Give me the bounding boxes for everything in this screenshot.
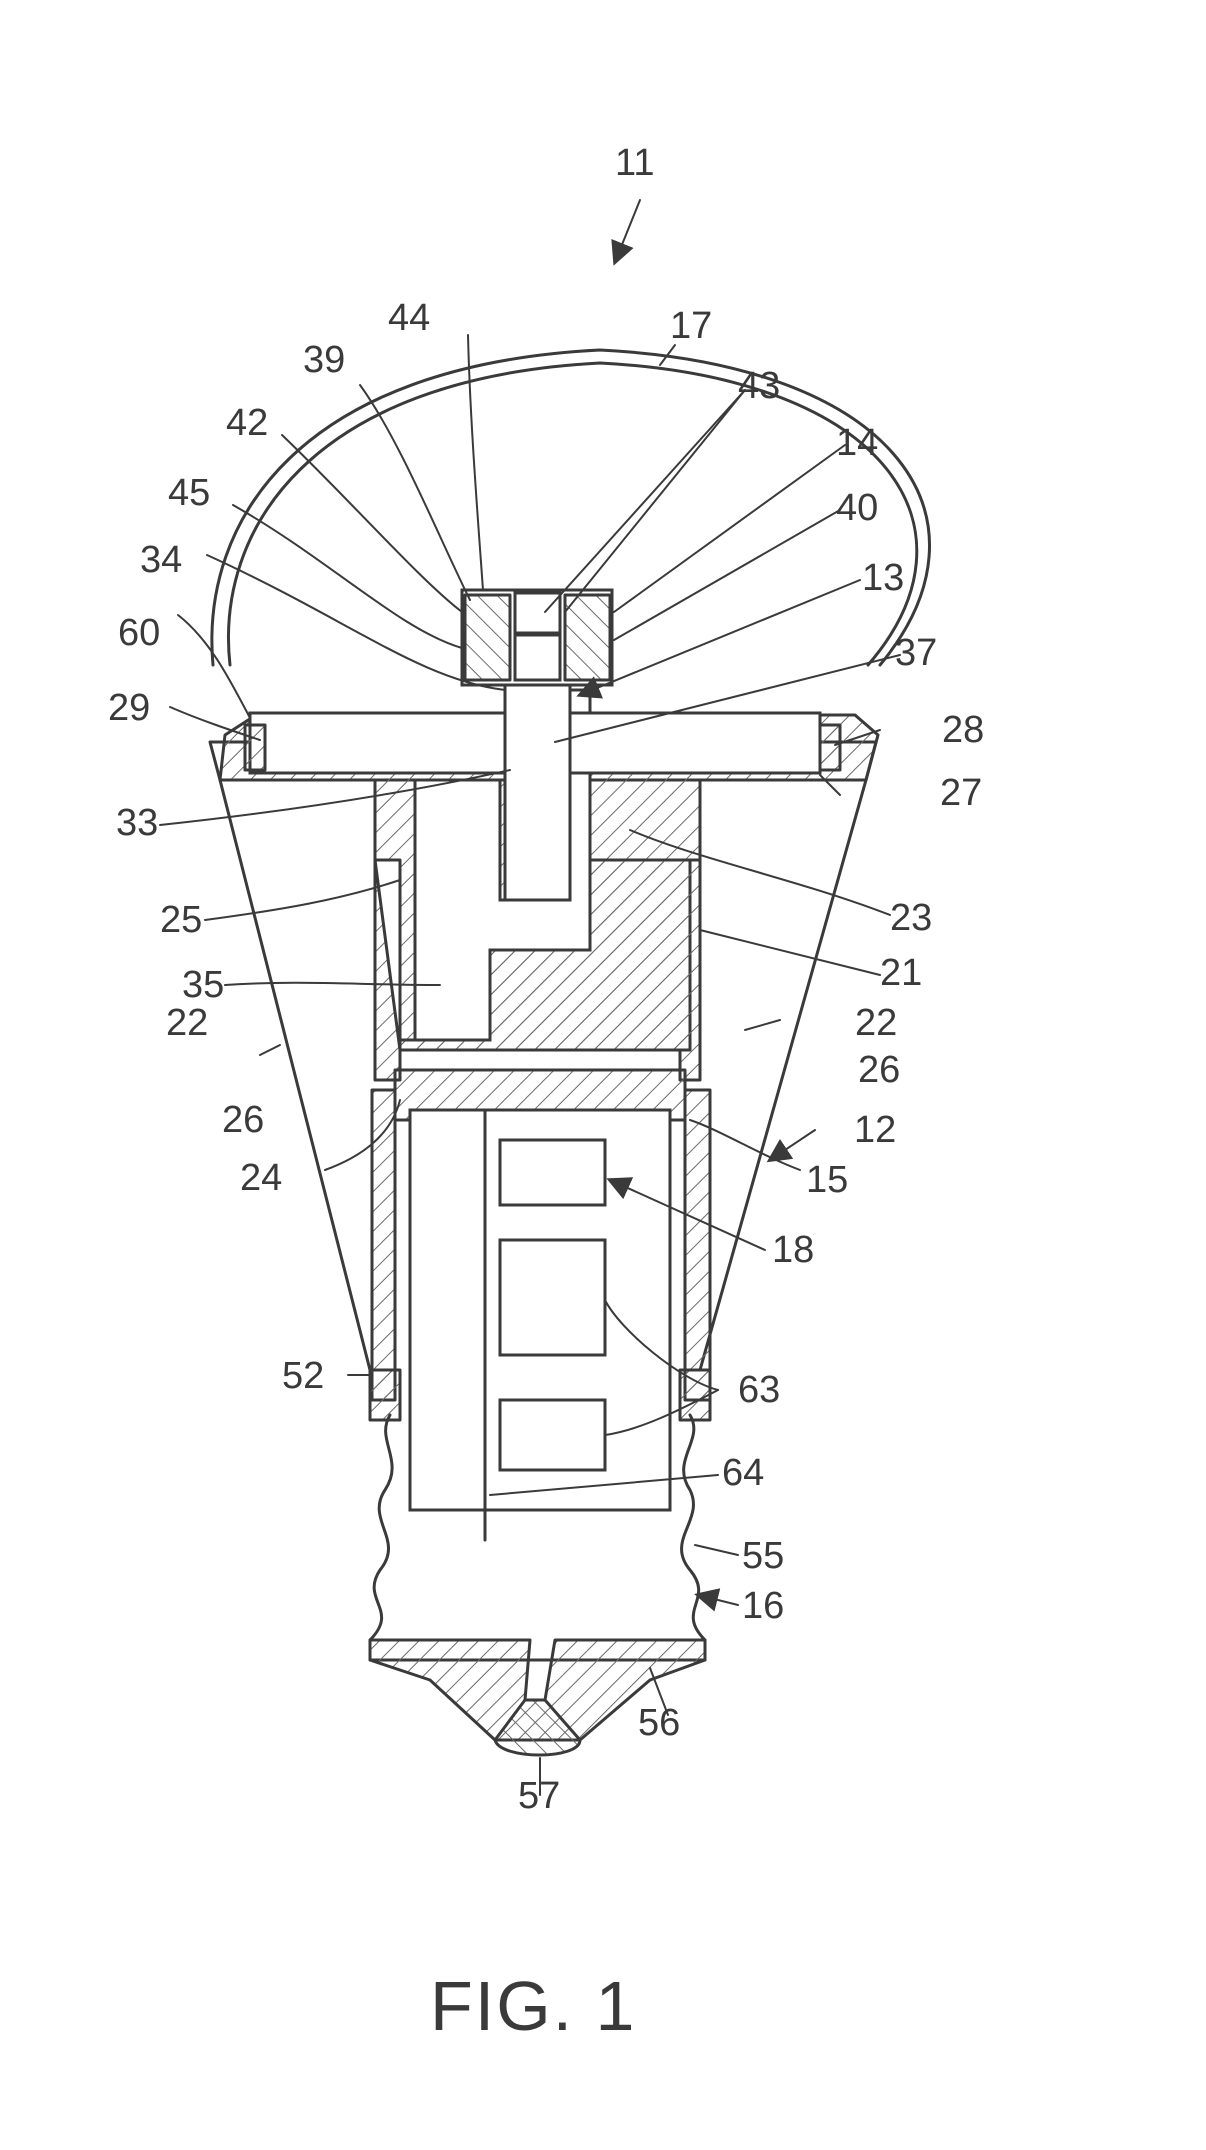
label-item: 15 xyxy=(806,1159,848,1201)
label-item: 28 xyxy=(942,709,984,751)
label-item: 12 xyxy=(854,1109,896,1151)
label-item: 25 xyxy=(160,899,202,941)
label-item: 35 xyxy=(182,964,224,1006)
label-item: 29 xyxy=(108,687,150,729)
label-item: 13 xyxy=(862,557,904,599)
label-item: 16 xyxy=(742,1585,784,1627)
plate-seal-left xyxy=(245,725,265,770)
label-item: 57 xyxy=(518,1775,560,1817)
label-item: 18 xyxy=(772,1229,814,1271)
label-item: 43 xyxy=(738,365,780,407)
label-item: 63 xyxy=(738,1369,780,1411)
label-item: 45 xyxy=(168,472,210,514)
circuit-board xyxy=(410,1110,670,1540)
label-item: 42 xyxy=(226,402,268,444)
label-item: 26 xyxy=(222,1099,264,1141)
label-item: 26 xyxy=(858,1049,900,1091)
plate-seal-right xyxy=(820,725,840,770)
label-item: 27 xyxy=(940,772,982,814)
label-item: 64 xyxy=(722,1452,764,1494)
label-item: 37 xyxy=(895,632,937,674)
label-item: 14 xyxy=(836,422,878,464)
support-post xyxy=(505,680,570,900)
label-assembly: 11 xyxy=(615,142,654,184)
figure-caption: FIG. 1 xyxy=(430,1967,636,2045)
label-item: 23 xyxy=(890,897,932,939)
label-item: 34 xyxy=(140,539,182,581)
label-item: 39 xyxy=(303,339,345,381)
label-item: 22 xyxy=(855,1002,897,1044)
led-module xyxy=(462,590,612,685)
label-item: 21 xyxy=(880,952,922,994)
label-item: 22 xyxy=(166,1002,208,1044)
label-item: 56 xyxy=(638,1702,680,1744)
label-item: 24 xyxy=(240,1157,282,1199)
label-item: 17 xyxy=(670,305,712,347)
label-item: 55 xyxy=(742,1535,784,1577)
label-item: 60 xyxy=(118,612,160,654)
label-item: 52 xyxy=(282,1355,324,1397)
label-item: 44 xyxy=(388,297,430,339)
label-item: 40 xyxy=(836,487,878,529)
label-item: 33 xyxy=(116,802,158,844)
